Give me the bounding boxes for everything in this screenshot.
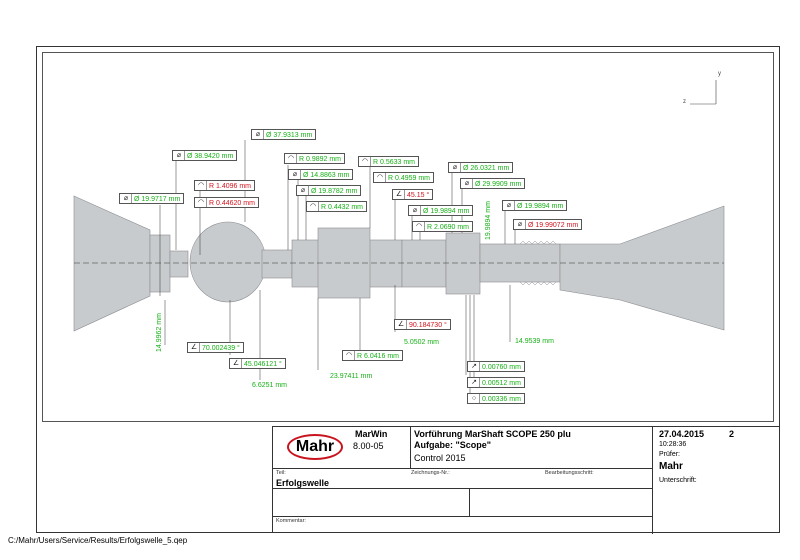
dimension-label: 14.9539 mm	[515, 338, 554, 345]
measurement-tag: ◠R 6.0416 mm	[342, 350, 404, 361]
measurement-tag: ⌀Ø 37.9313 mm	[251, 129, 317, 140]
zeichnung-label: Zeichnungs-Nr.:	[411, 470, 450, 476]
runout-icon: ⌀	[121, 194, 132, 203]
dimension-label: 6.6251 mm	[252, 382, 288, 389]
measurement-tag: ↗0.00760 mm	[467, 361, 525, 372]
roundness-icon: ○	[469, 394, 480, 403]
report-title: Vorführung MarShaft SCOPE 250 plu	[414, 429, 571, 439]
measurement-tag: ⌀Ø 29.9909 mm	[460, 178, 526, 189]
pruefer-label: Prüfer:	[659, 451, 681, 458]
pruefer-value: Mahr	[659, 461, 683, 472]
radius-icon: ◠	[414, 222, 425, 231]
vertical-dimension: 14.9962 mm	[156, 313, 163, 352]
thread-teeth	[519, 240, 557, 286]
radius-icon: ◠	[375, 173, 386, 182]
comment-cell: Kommentar:	[273, 517, 653, 534]
software-name: MarWin	[355, 429, 388, 439]
file-path: C:/Mahr/Users/Service/Results/Erfolgswel…	[8, 536, 188, 545]
axis-y-label: y	[718, 71, 721, 77]
drawing-area	[42, 52, 774, 422]
meta-cell: 27.04.2015 2 10:28:36 Prüfer: Mahr Unter…	[653, 427, 779, 534]
report-date: 27.04.2015	[659, 429, 705, 439]
measurement-tag: ⌀Ø 19.9894 mm	[408, 205, 474, 216]
measurement-tag: ⌀Ø 26.0321 mm	[448, 162, 514, 173]
dimension-label: 5.0502 mm	[404, 339, 440, 346]
radius-icon: ◠	[344, 351, 355, 360]
runout-icon: ⌀	[253, 130, 264, 139]
measurement-tag: ⌀Ø 19.9894 mm	[502, 200, 568, 211]
teil-value: Erfolgswelle	[276, 478, 330, 488]
radius-icon: ◠	[286, 154, 297, 163]
measurement-tag: ⌀Ø 19.9717 mm	[119, 193, 185, 204]
axis-marker	[690, 80, 717, 105]
measurement-tag: ○0.00336 mm	[467, 393, 525, 404]
runout-icon: ⌀	[298, 186, 309, 195]
unterschrift-label: Unterschrift:	[659, 477, 697, 484]
radius-icon: ◠	[196, 181, 207, 190]
control-name: Control 2015	[414, 453, 466, 463]
software-version: 8.00-05	[353, 441, 384, 451]
page-number: 2	[729, 429, 735, 439]
measurement-tag: ∠90.184730 °	[394, 319, 451, 330]
radius-icon: ◠	[196, 198, 207, 207]
measurement-tag: ⌀Ø 19.99072 mm	[513, 219, 583, 230]
measurement-tag: ◠R 0.4959 mm	[373, 172, 435, 183]
vertical-dimension: 19.9894 mm	[485, 201, 492, 240]
measurement-tag: ⌀Ø 38.9420 mm	[172, 150, 238, 161]
angle-icon: ∠	[231, 359, 242, 368]
runout-icon: ⌀	[174, 151, 185, 160]
task-name: Aufgabe: "Scope"	[414, 440, 492, 450]
title-block: Mahr MarWin 8.00-05 Vorführung MarShaft …	[272, 426, 780, 534]
radius-icon: ◠	[360, 157, 371, 166]
part-cell: Teil: Erfolgswelle Zeichnungs-Nr.: Bearb…	[273, 469, 653, 517]
axis-z-label: z	[683, 99, 686, 105]
measurement-tag: ◠R 2.0690 mm	[412, 221, 474, 232]
dimension-label: 23.97411 mm	[330, 373, 373, 380]
shaft-profile	[73, 195, 725, 332]
runout-arrow-icon: ↗	[469, 378, 480, 387]
kommentar-label: Kommentar:	[276, 518, 306, 524]
bearbeitung-label: Bearbeitungsschritt:	[545, 470, 594, 476]
measurement-tag: ⌀Ø 19.8782 mm	[296, 185, 362, 196]
measurement-tag: ◠R 0.4432 mm	[306, 201, 368, 212]
measurement-tag: ↗0.00512 mm	[467, 377, 525, 388]
measurement-tag: ⌀Ø 14.8863 mm	[288, 169, 354, 180]
angle-icon: ∠	[394, 190, 405, 199]
runout-icon: ⌀	[290, 170, 301, 179]
measurement-tag: ◠R 0.44620 mm	[194, 197, 259, 208]
measurement-tag: ◠R 1.4096 mm	[194, 180, 256, 191]
teil-label: Teil:	[276, 470, 286, 476]
angle-icon: ∠	[189, 343, 200, 352]
radius-icon: ◠	[308, 202, 319, 211]
measurement-tag: ∠70.002439 °	[187, 342, 244, 353]
mahr-logo: Mahr	[287, 434, 343, 460]
angle-icon: ∠	[396, 320, 407, 329]
runout-icon: ⌀	[462, 179, 473, 188]
measurement-tag: ∠45.15 °	[392, 189, 434, 200]
runout-icon: ⌀	[410, 206, 421, 215]
runout-arrow-icon: ↗	[469, 362, 480, 371]
measurement-tag: ◠R 0.9892 mm	[284, 153, 346, 164]
report-time: 10:28:36	[659, 441, 687, 448]
measurement-tag: ◠R 0.5633 mm	[358, 156, 420, 167]
runout-icon: ⌀	[515, 220, 526, 229]
runout-icon: ⌀	[450, 163, 461, 172]
title-cell: Vorführung MarShaft SCOPE 250 plu Aufgab…	[411, 427, 653, 469]
measurement-tag: ∠45.046121 °	[229, 358, 286, 369]
runout-icon: ⌀	[504, 201, 515, 210]
logo-cell: Mahr MarWin 8.00-05	[273, 427, 411, 469]
